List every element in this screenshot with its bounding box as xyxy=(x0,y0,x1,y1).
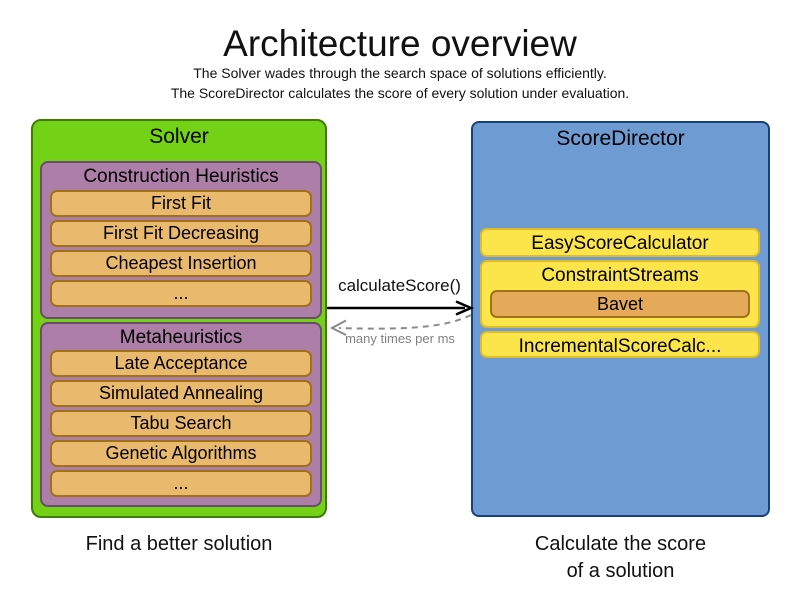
call-arrow xyxy=(327,300,475,316)
algorithm-item: Late Acceptance xyxy=(50,350,312,377)
algorithm-item-ellipsis: ... xyxy=(50,280,312,307)
score-director-box: ScoreDirector EasyScoreCalculator Constr… xyxy=(471,121,770,517)
metaheuristics-box: Metaheuristics Late Acceptance Simulated… xyxy=(40,322,322,507)
subtitle-line-1: The Solver wades through the search spac… xyxy=(193,65,607,81)
construction-heuristics-label: Construction Heuristics xyxy=(83,166,279,187)
constraint-streams-label: ConstraintStreams xyxy=(541,265,699,286)
solver-label: Solver xyxy=(149,125,209,148)
construction-heuristics-box: Construction Heuristics First Fit First … xyxy=(40,161,322,319)
algorithm-item: Genetic Algorithms xyxy=(50,440,312,467)
return-arrow xyxy=(329,314,472,336)
algorithm-item: First Fit Decreasing xyxy=(50,220,312,247)
score-director-caption: Calculate the score of a solution xyxy=(471,531,770,585)
page-title: Architecture overview xyxy=(223,23,577,64)
score-director-label: ScoreDirector xyxy=(556,127,685,150)
constraint-streams-box: ConstraintStreams Bavet xyxy=(480,260,760,328)
score-director-caption-line-2: of a solution xyxy=(566,560,675,582)
algorithm-item: First Fit xyxy=(50,190,312,217)
calculate-score-call-label: calculateScore() xyxy=(338,276,461,295)
easy-score-calculator-box: EasyScoreCalculator xyxy=(480,228,760,257)
incremental-score-calculator-box: IncrementalScoreCalc... xyxy=(480,331,760,358)
metaheuristics-label: Metaheuristics xyxy=(119,327,243,348)
score-director-caption-line-1: Calculate the score xyxy=(534,533,707,555)
solver-box: Solver Construction Heuristics First Fit… xyxy=(31,119,327,518)
frequency-label: many times per ms xyxy=(345,331,455,346)
easy-score-calculator-label: EasyScoreCalculator xyxy=(531,233,709,254)
algorithm-item-ellipsis: ... xyxy=(50,470,312,497)
calculate-score-arrows xyxy=(327,300,475,336)
algorithm-item: Cheapest Insertion xyxy=(50,250,312,277)
subtitle-line-2: The ScoreDirector calculates the score o… xyxy=(170,85,630,101)
incremental-score-calculator-label: IncrementalScoreCalc... xyxy=(518,336,722,357)
algorithm-item: Simulated Annealing xyxy=(50,380,312,407)
algorithm-item: Tabu Search xyxy=(50,410,312,437)
solver-caption: Find a better solution xyxy=(85,533,273,555)
bavet-box: Bavet xyxy=(490,290,750,318)
